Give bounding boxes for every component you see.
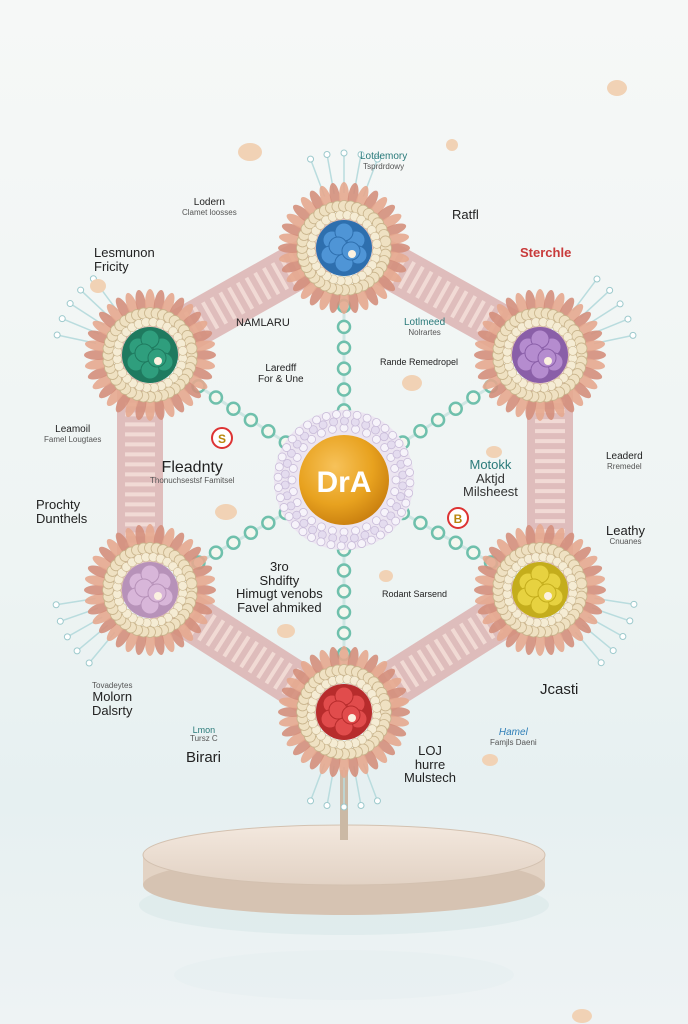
cluster-bottom xyxy=(278,646,410,811)
spoke-bead xyxy=(336,625,352,641)
label-fleadnty: Fleadnty Thonuchsestsf Famitsel xyxy=(150,459,235,485)
label-sterchle: Sterchle xyxy=(520,245,572,260)
label-prochty: Prochty Dunthels xyxy=(36,497,88,526)
cluster-top xyxy=(278,149,410,314)
label-leaderd: Leaderd Rremedel xyxy=(606,451,643,471)
pedestal xyxy=(139,770,549,1000)
spoke-bead xyxy=(336,563,352,578)
label-jcasti: Jcasti xyxy=(540,681,579,698)
label-rande-remedropel: Rande Remedropel xyxy=(380,357,459,367)
floating-particles xyxy=(90,80,627,1023)
label-lotdemory: Lotdemory Tsprdrdowy xyxy=(360,151,408,171)
cluster-upper-left xyxy=(53,275,216,421)
label-motokk: Motokk Aktjd Milsheest xyxy=(463,457,518,500)
badge-s-text: S xyxy=(218,432,226,446)
label-ratfl: Ratfl xyxy=(452,207,479,222)
spoke-bead xyxy=(413,515,428,531)
spoke-bead xyxy=(466,390,481,405)
spoke-bead xyxy=(208,390,224,405)
spoke-bead xyxy=(243,525,259,541)
label-leathy: Leathy Cnuanes xyxy=(606,523,646,546)
center-core xyxy=(299,435,389,525)
label-3ro: 3ro Shdifty Himugt venobs Favel ahmiked xyxy=(236,559,323,615)
spoke-bead xyxy=(261,424,276,439)
spoke-bead xyxy=(413,424,428,439)
label-lodern: Lodern Clamet loosses xyxy=(182,197,237,217)
label-birari: Birari xyxy=(186,749,222,766)
spoke-bead xyxy=(208,545,224,560)
spoke-bead xyxy=(448,401,463,416)
spoke-bead xyxy=(336,604,352,620)
cluster-lower-right xyxy=(474,524,638,667)
spoke-bead xyxy=(448,535,463,550)
label-lmon: Lmon Tursz C xyxy=(190,725,218,744)
spoke-bead xyxy=(336,361,352,376)
spoke-bead xyxy=(466,545,481,560)
spoke-bead xyxy=(243,412,259,428)
spoke-bead xyxy=(336,584,352,599)
spoke-bead xyxy=(336,319,352,335)
spoke-bead xyxy=(261,515,276,531)
badge-b: B xyxy=(447,507,469,529)
badge-b-text: B xyxy=(454,512,463,526)
center-title: DrA xyxy=(316,466,371,499)
label-laredff: Laredff For & Une xyxy=(258,363,304,385)
label-namlaru: NAMLARU xyxy=(236,317,290,329)
spoke-bead xyxy=(430,525,446,541)
label-lotlmeed: Lotlmeed Nolrartes xyxy=(404,317,446,337)
spoke-bead xyxy=(336,340,352,356)
spoke-bead xyxy=(430,412,446,428)
clusters xyxy=(52,149,638,811)
spoke-bead xyxy=(226,535,241,550)
spoke-bead xyxy=(336,382,352,397)
label-rodant-sarsend: Rodant Sarsend xyxy=(382,589,448,599)
label-lesmunon: Lesmunon Fricity xyxy=(94,245,155,274)
spoke-bead xyxy=(226,401,241,416)
cluster-lower-left xyxy=(52,524,216,667)
label-leamoil: Leamoil Famel Lougtaes xyxy=(44,424,102,444)
center-cell: DrA xyxy=(273,409,415,551)
label-hamel: Hamel Famjls Daeni xyxy=(490,727,537,747)
label-loj: LOJ hurre Mulstech xyxy=(404,743,457,786)
cluster-upper-right xyxy=(474,275,637,421)
label-molorn: Tovadeytes Molorn Dalsrty xyxy=(92,681,133,719)
badge-s: S xyxy=(211,427,233,449)
